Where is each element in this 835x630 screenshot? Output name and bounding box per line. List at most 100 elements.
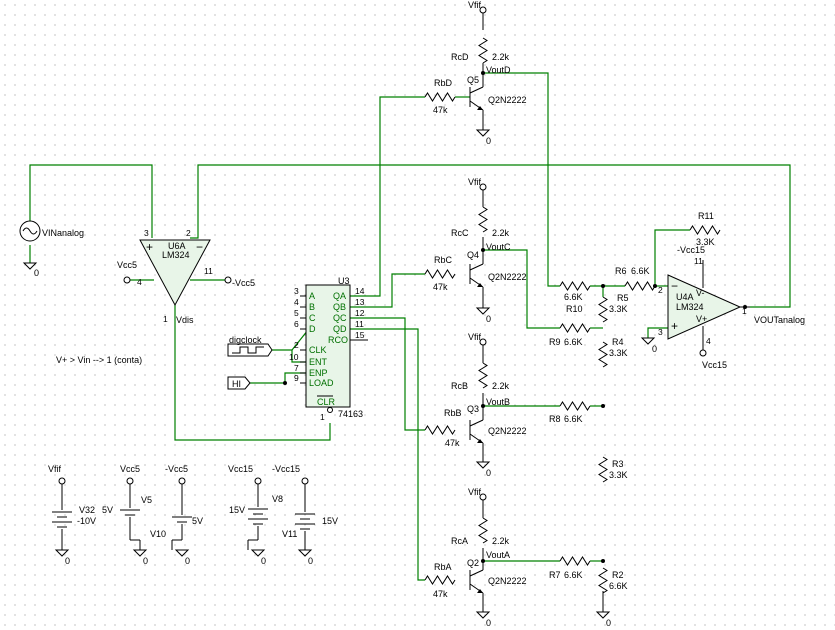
vminus-label: -Vcc15 [677, 245, 705, 255]
pin-name-c: C [309, 313, 316, 323]
r11-ref: R11 [698, 211, 714, 221]
pin-minus: 2 [186, 228, 191, 238]
transistor-ref: Q4 [467, 250, 479, 260]
supply-value: 15V [322, 516, 338, 526]
pin-num-enp: 7 [294, 363, 299, 373]
supply-net: -Vcc5 [165, 464, 188, 474]
net-label-voutb: VoutB [486, 397, 510, 407]
ground-label: 0 [652, 344, 657, 354]
resistor-r11 [689, 225, 721, 235]
supply-net: -Vcc15 [272, 464, 300, 474]
ground-label: 0 [606, 618, 611, 628]
comparator-model: LM324 [162, 250, 190, 260]
r10-value: 6.6K [564, 292, 583, 302]
vplus-label: Vcc5 [117, 260, 137, 270]
vminus-label: -Vcc5 [232, 278, 255, 288]
r6-ref: R6 [615, 266, 627, 276]
plus-sign: + [146, 240, 153, 254]
minus-sign: − [671, 279, 678, 293]
resistor-r7 [559, 556, 591, 566]
base-resistor-rbc [424, 269, 456, 279]
rc-value: 2.2k [492, 381, 510, 391]
ground-label: 0 [486, 468, 491, 478]
resistor-r10 [559, 281, 591, 291]
clock-port [227, 343, 273, 357]
comparator-ref: U6A [168, 241, 186, 251]
resistor-ladder: 6.6K R10 R9 6.6K R8 6.6K R7 6.6K R6 6.6K… [549, 211, 721, 628]
pin-plus: 3 [144, 228, 149, 238]
net-label-voutd: VoutD [486, 65, 511, 75]
pin-name-qd: QD [333, 324, 347, 334]
collector-resistor-rcc [478, 206, 488, 233]
supply-net: Vfif [48, 464, 62, 474]
comparator-body [139, 239, 211, 307]
output-net-label: VOUTanalog [754, 315, 805, 325]
pin-name-ent: ENT [309, 357, 328, 367]
plus-sign: + [671, 319, 678, 333]
transistor-model: Q2N2222 [488, 576, 527, 586]
r5-value: 3.3K [609, 304, 628, 314]
source-label: VINanalog [42, 228, 84, 238]
supply-v8: Vcc15 V8 15V 0 [228, 464, 283, 566]
collector-resistor-rcd [478, 37, 488, 64]
pin-num-rco: 15 [355, 330, 365, 340]
vcc-label: Vfif [468, 0, 482, 10]
pin-name-qc: QC [333, 313, 347, 323]
transistor-ref: Q3 [467, 404, 479, 414]
transistor-ref: Q5 [467, 75, 479, 85]
ground-label: 0 [143, 556, 148, 566]
pin-name-qa: QA [333, 291, 346, 301]
ground-icon [640, 337, 656, 345]
pin-vn: 4 [706, 336, 711, 346]
pin-neg: 2 [658, 285, 663, 295]
pin-num-clr: 1 [320, 412, 325, 422]
ground-icon [174, 549, 190, 557]
rb-ref: RbB [444, 408, 462, 418]
supply-ref: V32 [79, 505, 95, 515]
logic-note: V+ > Vin --> 1 (conta) [56, 355, 142, 365]
rc-ref: RcC [451, 228, 469, 238]
pin-name-b: B [309, 302, 315, 312]
pin-name-enp: ENP [309, 368, 328, 378]
pin-name-d: D [309, 324, 316, 334]
r9-value: 6.6K [564, 337, 583, 347]
supply-ref: V10 [150, 529, 166, 539]
transistor-model: Q2N2222 [488, 272, 527, 282]
pin-num-qa: 14 [355, 286, 365, 296]
pin-name-qb: QB [333, 302, 346, 312]
opamp-model: LM324 [676, 302, 704, 312]
r4-value: 3.3K [609, 348, 628, 358]
r3-ref: R3 [612, 459, 624, 469]
counter-model: 74163 [338, 409, 363, 419]
sine-wave-icon [22, 227, 38, 235]
ground-label: 0 [261, 556, 266, 566]
r3-value: 3.3K [609, 470, 628, 480]
r7-ref: R7 [549, 570, 561, 580]
rb-value: 47k [433, 589, 448, 599]
pin-num-qd: 11 [355, 319, 364, 329]
output-opamp-u4a: − + 2 3 1 U4A LM324 V- V+ 11 4 -Vcc15 Vc… [640, 245, 805, 370]
r11-value: 3.3K [696, 237, 715, 247]
transistor-stage-q5: Vfif RcD 2.2k VoutD RbD 47k Q5 Q2N2222 0 [424, 0, 527, 146]
rc-ref: RcD [451, 52, 469, 62]
resistor-r8 [559, 401, 591, 411]
net-label-vouta: VoutA [486, 550, 510, 560]
supply-ref: V11 [282, 529, 297, 539]
collector-resistor-rca [478, 517, 488, 544]
pin-name-clk: CLK [309, 345, 327, 355]
supply-ref: V5 [141, 495, 152, 505]
r8-ref: R8 [549, 414, 561, 424]
ground-label: 0 [486, 314, 491, 324]
pin-vp: 4 [137, 277, 142, 287]
resistor-r4 [598, 341, 608, 368]
transistor-model: Q2N2222 [488, 95, 527, 105]
supply-v5: Vcc5 V5 5V 0 [102, 464, 152, 566]
rc-ref: RcA [451, 536, 468, 546]
rb-ref: RbA [434, 562, 452, 572]
supply-value: 5V [102, 505, 113, 515]
collector-resistor-rcb [478, 362, 488, 389]
supply-value: -10V [77, 516, 96, 526]
r4-ref: R4 [612, 337, 624, 347]
transistor-ref: Q2 [467, 558, 479, 568]
rb-ref: RbC [434, 255, 453, 265]
